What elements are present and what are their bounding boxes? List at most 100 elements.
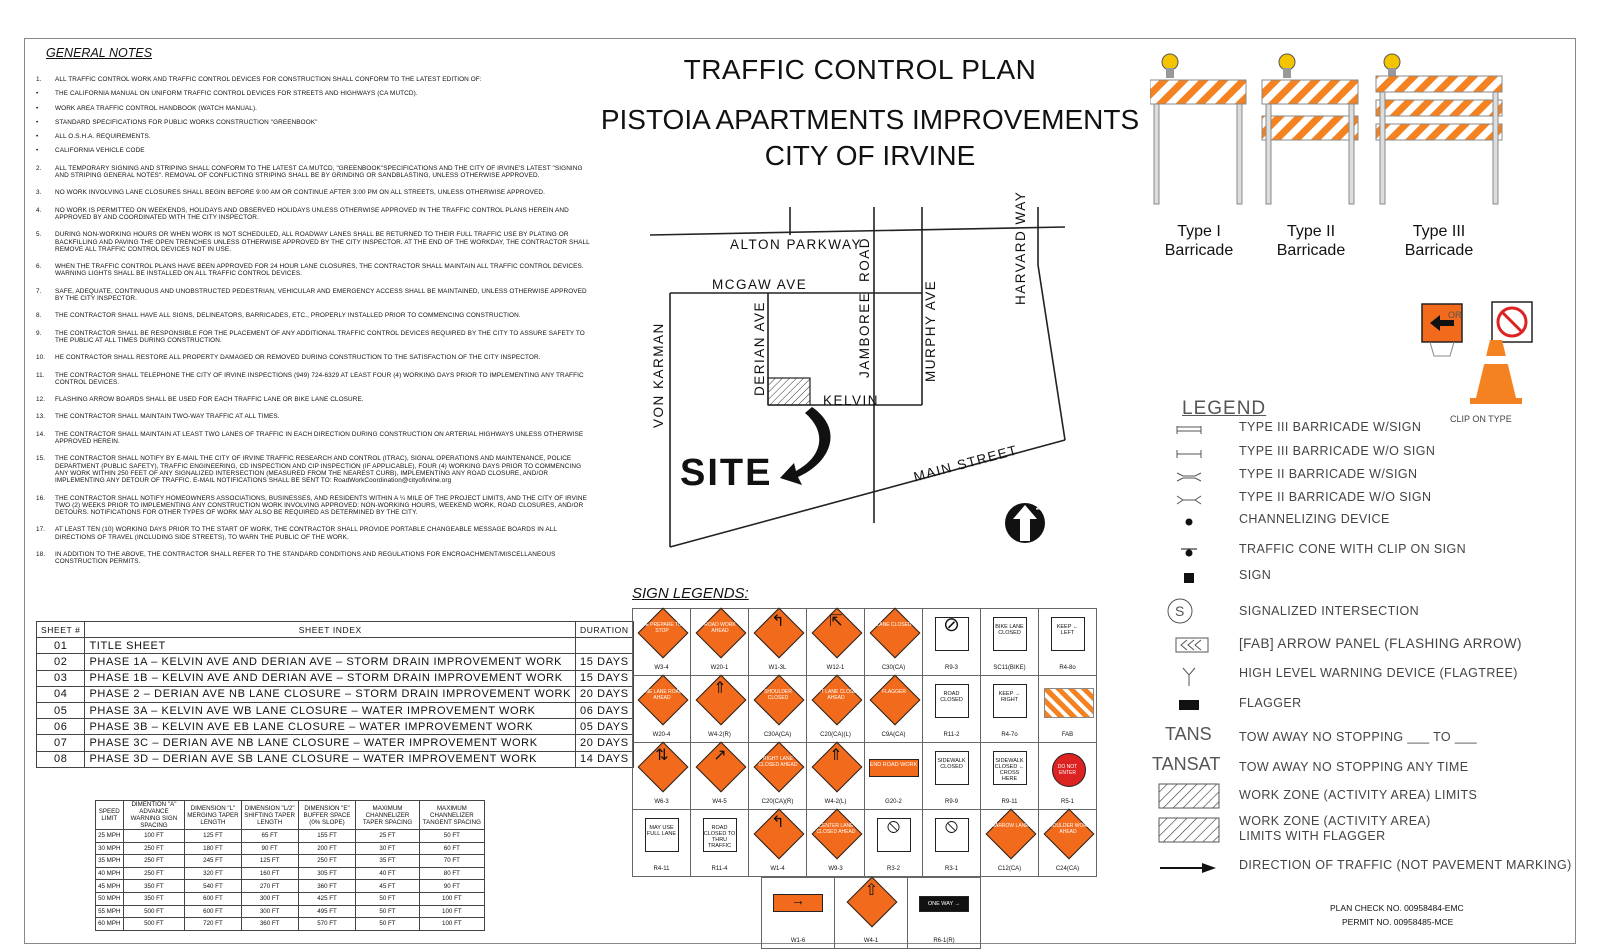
- speed-table-header-cell: SPEED LIMIT: [95, 800, 124, 830]
- sign-code: R4-8o: [1059, 665, 1076, 671]
- site-label: SITE: [680, 452, 773, 494]
- speed-table-cell: 35 MPH: [95, 854, 124, 868]
- sign-text: LEFT LANE CLOSED AHEAD: [811, 689, 861, 701]
- note-number: 4.: [36, 206, 42, 214]
- note-text: THE CONTRACTOR SHALL MAINTAIN AT LEAST T…: [55, 430, 584, 446]
- legend-item-text: SIGNALIZED INTERSECTION: [1239, 604, 1420, 618]
- speed-table-cell: 60 MPH: [95, 917, 124, 931]
- city-title: CITY OF IRVINE: [764, 140, 976, 171]
- speed-table-cell: 570 FT: [297, 917, 357, 931]
- sign-legend-cell: ↗W4-5: [690, 741, 749, 810]
- sign-code: C20(CA)(R): [761, 799, 794, 805]
- speed-table-cell: 30 MPH: [95, 841, 124, 856]
- sign-text: ROAD WORK AHEAD: [704, 622, 736, 634]
- regulatory-sign-icon: ROAD CLOSED TO THRU TRAFFIC: [702, 818, 737, 852]
- alton-parkway-label: ALTON PARKWAY: [730, 237, 863, 252]
- note-text: WHEN THE TRAFFIC CONTROL PLANS HAVE BEEN…: [55, 263, 584, 278]
- do-not-enter-sign-icon: [1051, 753, 1086, 787]
- speed-table-cell: 500 FT: [122, 904, 186, 919]
- note-number: 2.: [36, 164, 42, 172]
- general-note-item: •THE CALIFORNIA MANUAL ON UNIFORM TRAFFI…: [36, 90, 591, 97]
- legend-symbol-icon: [1175, 444, 1203, 465]
- note-text: HE CONTRACTOR SHALL RESTORE ALL PROPERTY…: [55, 354, 541, 362]
- speed-table-cell: 250 FT: [122, 854, 186, 868]
- speed-table-cell: 25 FT: [355, 829, 420, 843]
- note-number: 8.: [36, 312, 42, 320]
- speed-table-header-cell: DIMENSION "E" BUFFER SPACE (0% SLOPE): [297, 800, 357, 830]
- legend-item-text: WORK ZONE (ACTIVITY AREA) LIMITS: [1239, 788, 1478, 802]
- speed-table-cell: 125 FT: [240, 854, 299, 868]
- sheet-index-cell: 02: [35, 653, 86, 671]
- general-note-item: 2. ALL TEMPORARY SIGNING AND STRIPING SHA…: [36, 165, 591, 180]
- note-number: 18.: [36, 550, 46, 558]
- speed-table-cell: 40 MPH: [95, 866, 124, 881]
- sign-code: R4-7o: [1001, 732, 1018, 738]
- murphy-ave-label: MURPHY AVE: [923, 279, 938, 382]
- speed-table-cell: 360 FT: [240, 917, 299, 931]
- note-number: •: [36, 90, 39, 98]
- note-text: FLASHING ARROW BOARDS SHALL BE USED FOR …: [55, 396, 364, 404]
- note-number: 16.: [36, 494, 46, 502]
- type-3-label: Type III Barricade: [1404, 223, 1474, 259]
- note-text: ALL TEMPORARY SIGNING AND STRIPING SHALL…: [55, 164, 583, 180]
- sign-text: ⇅: [655, 747, 669, 764]
- sign-code: R3-2: [886, 866, 900, 872]
- type-1-label: Type I Barricade: [1164, 223, 1234, 259]
- legend-symbol-icon: TANS: [1165, 724, 1212, 744]
- sign-code: W20-1: [710, 665, 729, 671]
- general-note-item: 4.NO WORK IS PERMITTED ON WEEKENDS, HOLI…: [36, 207, 591, 222]
- speed-table-cell: 350 FT: [122, 879, 186, 893]
- sign-legend-cell: ⇑W4-2(R): [690, 674, 749, 743]
- regulatory-sign-icon: KEEP → RIGHT: [992, 684, 1027, 718]
- sheet-index-cell: 20 DAYS: [575, 685, 634, 703]
- general-notes-list: 1.ALL TRAFFIC CONTROL WORK AND TRAFFIC C…: [36, 76, 591, 566]
- sign-code: C20(CA)(L): [820, 732, 851, 738]
- flashing-arrow-board-icon: [1043, 688, 1094, 718]
- note-number: 10.: [36, 354, 46, 362]
- sign-legend-cell: ⇑W4-2(L): [806, 741, 865, 810]
- regulatory-sign-icon: ⦸: [876, 816, 911, 852]
- speed-table-cell: 360 FT: [297, 879, 357, 893]
- plan-title: TRAFFIC CONTROL PLAN: [683, 54, 1037, 85]
- sign-code: C9A(CA): [881, 732, 906, 738]
- sign-code: R9-9: [944, 799, 958, 805]
- sign-code: W1-6: [790, 938, 806, 944]
- speed-table-cell: 35 FT: [355, 854, 420, 868]
- sign-legend-cell: ⇅W6-3: [632, 741, 691, 810]
- legend-symbol-icon: [1175, 467, 1203, 488]
- speed-table-cell: 180 FT: [184, 841, 242, 856]
- general-note-item: •WORK AREA TRAFFIC CONTROL HANDBOOK (WAT…: [36, 105, 591, 112]
- legend-item-text: TYPE II BARRICADE W/O SIGN: [1239, 490, 1432, 504]
- general-note-item: 9.THE CONTRACTOR SHALL BE RESPONSIBLE FO…: [36, 330, 591, 345]
- legend-symbol-icon: TANSAT: [1152, 754, 1221, 774]
- sign-text: ⇱: [829, 613, 843, 630]
- legend-symbol-icon: [1175, 512, 1203, 533]
- sign-text: ↗: [713, 747, 727, 764]
- speed-table-cell: 600 FT: [184, 891, 242, 906]
- speed-table-cell: 305 FT: [297, 866, 357, 881]
- note-number: •: [36, 133, 39, 141]
- speed-table-cell: 65 FT: [240, 829, 299, 843]
- sign-code: W12-1: [826, 665, 845, 671]
- mcgaw-ave-label: MCGAW AVE: [712, 277, 808, 292]
- barricade-illustrations: [1150, 53, 1503, 205]
- traffic-cone-icon: [1476, 340, 1516, 398]
- sign-text: ↰: [771, 814, 785, 831]
- regulatory-sign-icon: MAY USE FULL LANE: [644, 818, 679, 852]
- type-2-barricade: [1261, 53, 1359, 205]
- speed-table-cell: 45 MPH: [95, 879, 124, 893]
